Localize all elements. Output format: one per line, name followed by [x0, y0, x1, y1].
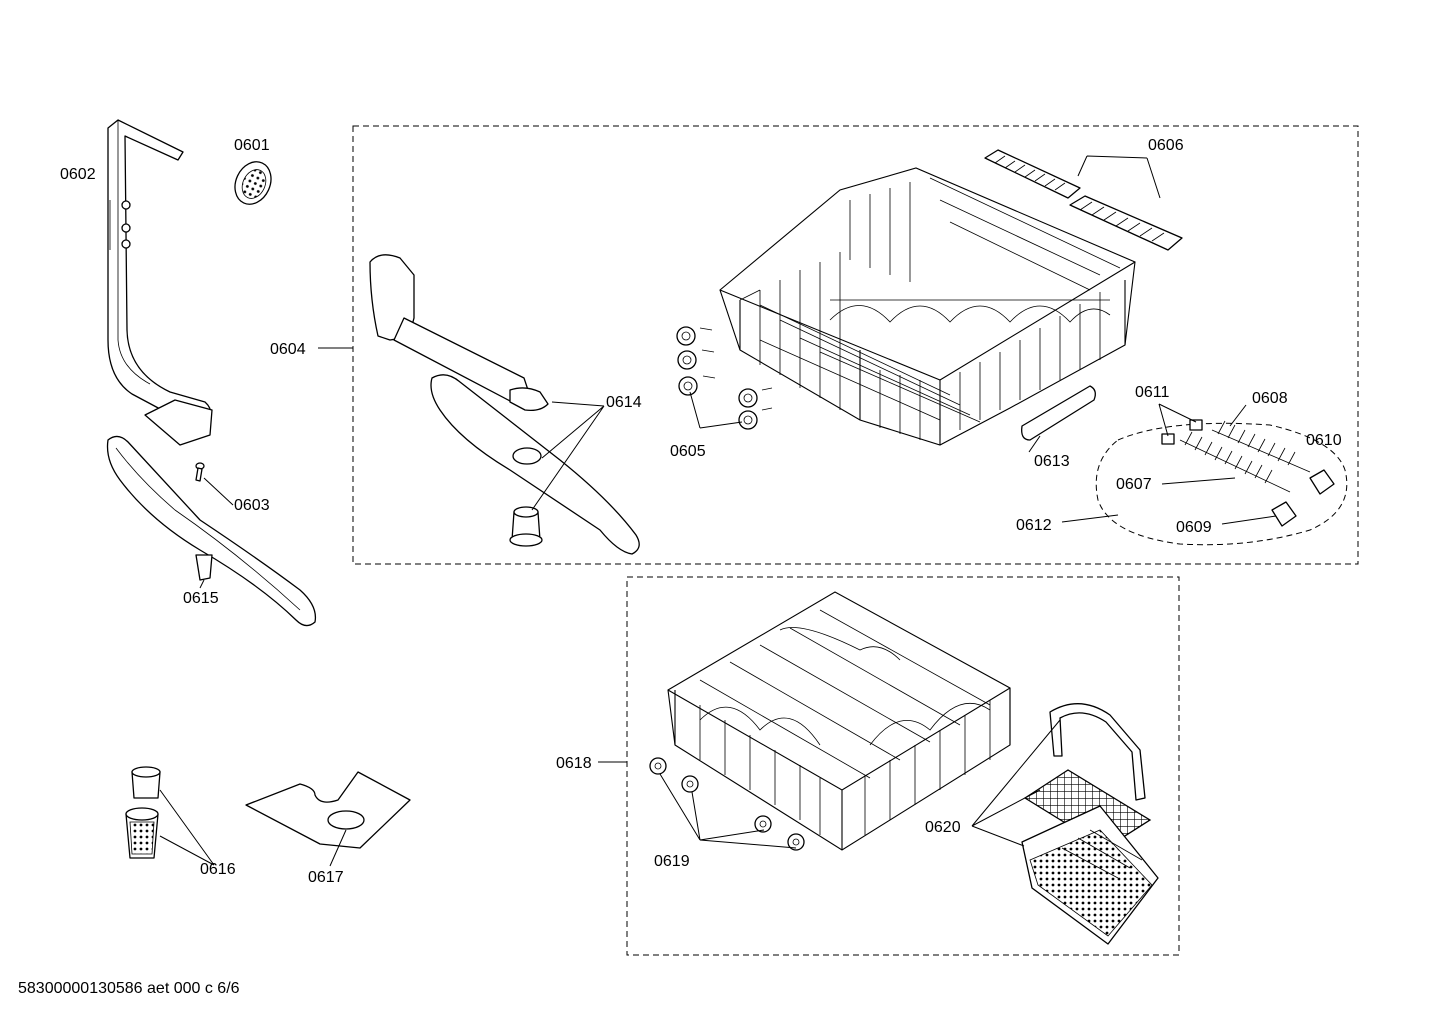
label-0602: 0602 — [60, 166, 96, 183]
label-0612: 0612 — [1016, 517, 1052, 534]
filter-parts — [125, 766, 161, 859]
label-0617: 0617 — [308, 869, 344, 886]
upper-rack-part — [719, 167, 1136, 446]
label-0604: 0604 — [270, 341, 306, 358]
label-0611: 0611 — [1135, 384, 1170, 401]
document-footer-code: 58300000130586 aet 000 c 6/6 — [18, 980, 240, 997]
label-0620: 0620 — [925, 819, 961, 836]
spray-nozzle-part — [234, 161, 272, 205]
label-0609: 0609 — [1176, 519, 1212, 536]
lower-rack-group-box — [626, 576, 1180, 956]
label-0614: 0614 — [606, 394, 642, 411]
label-0613: 0613 — [1034, 453, 1070, 470]
cutlery-basket-part — [1021, 703, 1159, 945]
label-0615: 0615 — [183, 590, 219, 607]
label-0601: 0601 — [234, 137, 270, 154]
leader-lines — [159, 155, 1277, 867]
upper-spray-arm-part — [430, 374, 640, 555]
rack-adjuster-parts — [1161, 419, 1335, 527]
rack-wheels-part — [676, 326, 773, 430]
screw-part — [195, 462, 205, 482]
supply-pipe-part — [107, 119, 213, 446]
lower-rack-part — [667, 591, 1011, 851]
label-0616: 0616 — [200, 861, 236, 878]
lower-spray-arm-part — [106, 435, 317, 627]
label-0619: 0619 — [654, 853, 690, 870]
label-0607: 0607 — [1116, 476, 1152, 493]
label-0608: 0608 — [1252, 390, 1288, 407]
upper-rack-group-box — [352, 125, 1359, 565]
label-0610: 0610 — [1306, 432, 1342, 449]
label-0618: 0618 — [556, 755, 592, 772]
part-labels: 0601 0602 0603 0604 0605 0606 0607 0608 … — [60, 137, 1342, 886]
cup-rack-inserts-part — [984, 149, 1183, 251]
rack-adjuster-group-outline — [1095, 422, 1348, 546]
lower-rack-wheels-part — [649, 757, 805, 851]
flat-filter-part — [245, 771, 411, 849]
spray-arm-supply-part — [369, 254, 549, 412]
rack-handle-part — [1021, 385, 1096, 441]
label-0605: 0605 — [670, 443, 706, 460]
label-0603: 0603 — [234, 497, 270, 514]
label-0606: 0606 — [1148, 137, 1184, 154]
